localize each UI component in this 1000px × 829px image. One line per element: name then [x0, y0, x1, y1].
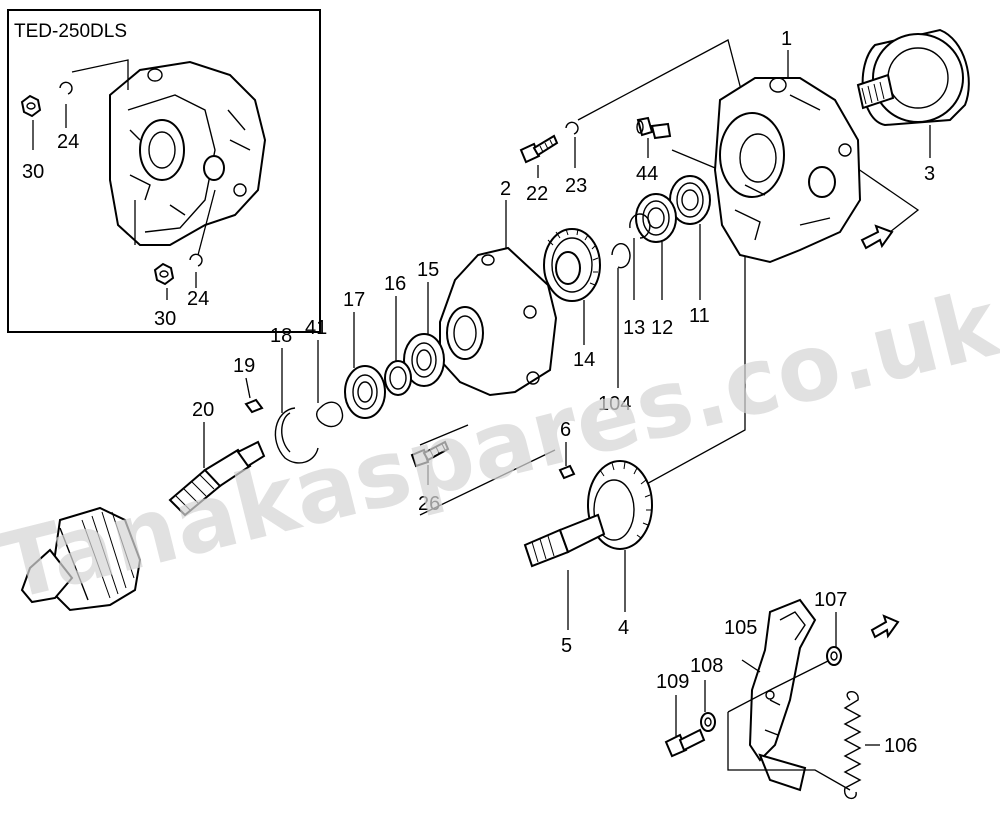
part-label: 1: [781, 28, 792, 50]
part-label: 6: [560, 419, 571, 441]
clutch-drum: [856, 28, 970, 127]
part-label: 24: [187, 288, 209, 310]
part-label: 109: [656, 671, 689, 693]
tension-spring: [843, 691, 862, 799]
part-label: 44: [636, 163, 658, 185]
part-label: 13: [623, 317, 645, 339]
snap-ring: [274, 407, 319, 464]
gear-cover: [439, 246, 558, 397]
circlip: [565, 121, 579, 135]
part-label: 26: [418, 493, 440, 515]
part-label: 3: [924, 163, 935, 185]
part-label: 22: [526, 183, 548, 205]
leader-line: [419, 424, 469, 446]
part-label: 11: [689, 305, 710, 327]
part-label: 106: [884, 735, 917, 757]
washer: [826, 646, 842, 666]
wave-washer: [316, 401, 344, 428]
gear-housing: [713, 77, 862, 264]
leader-line: [577, 39, 746, 121]
part-label: 30: [22, 161, 44, 183]
part-label: 16: [384, 273, 406, 295]
bolt: [519, 134, 559, 164]
part-label: 20: [192, 399, 214, 421]
inset-panel: TED-250DLS 24: [7, 9, 321, 333]
drill-chuck: [20, 506, 142, 612]
spur-gear: [543, 228, 601, 302]
circlip: [629, 213, 651, 239]
part-label: 19: [233, 355, 255, 377]
inset-circlip: [189, 253, 203, 267]
leader-line: [844, 159, 920, 237]
leader-line: [197, 189, 216, 256]
part-label: 41: [305, 317, 327, 339]
inset-title: TED-250DLS: [14, 21, 127, 42]
spindle-shaft: [168, 440, 266, 517]
leader-line: [727, 654, 841, 713]
leader-line: [741, 659, 761, 673]
leader-line: [419, 449, 556, 516]
pinion-shaft: [523, 513, 606, 568]
part-label: 18: [270, 325, 292, 347]
part-label: 104: [598, 393, 631, 415]
part-label: 23: [565, 175, 587, 197]
ball-bearing: [403, 333, 445, 387]
leader-line: [245, 377, 251, 399]
ball-bearing: [344, 365, 386, 419]
part-label: 4: [618, 617, 629, 639]
inset-circlip: [59, 81, 73, 95]
inset-nut: [20, 94, 42, 118]
part-label: 17: [343, 289, 365, 311]
direction-arrow-icon: [870, 614, 900, 639]
snap-ring: [281, 412, 291, 453]
part-label: 12: [651, 317, 673, 339]
part-label: 30: [154, 308, 176, 330]
leader-line: [671, 149, 721, 171]
screw: [410, 440, 450, 468]
part-label: 2: [500, 178, 511, 200]
woodruff-key: [244, 398, 264, 414]
ball-bearing: [635, 193, 677, 243]
washer: [700, 712, 716, 732]
part-label: 105: [724, 617, 757, 639]
leader-line: [71, 59, 129, 90]
leader-line: [727, 712, 851, 791]
part-label: 108: [690, 655, 723, 677]
direction-arrow-icon: [860, 224, 894, 250]
spacer-ring: [384, 360, 412, 396]
woodruff-key: [558, 464, 576, 480]
driven-gear: [587, 460, 653, 550]
bolt: [664, 728, 706, 758]
part-label: 15: [417, 259, 439, 281]
circlip: [611, 243, 631, 269]
lever-bracket: [748, 598, 817, 792]
part-label: 14: [573, 349, 595, 371]
grease-nipple: [636, 116, 672, 140]
part-label: 5: [561, 635, 572, 657]
inset-nut: [153, 262, 175, 286]
part-label: 24: [57, 131, 79, 153]
part-label: 107: [814, 589, 847, 611]
inset-housing: [109, 60, 267, 246]
